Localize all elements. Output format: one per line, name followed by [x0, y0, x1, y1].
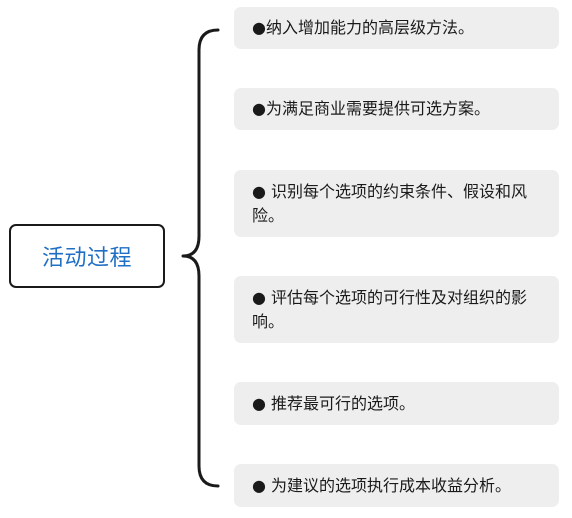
leaf-node-text: ● 识别每个选项的约束条件、假设和风险。 [252, 181, 528, 225]
leaf-node-text: ●为满足商业需要提供可选方案。 [252, 99, 490, 118]
leaf-node-3[interactable]: ● 识别每个选项的约束条件、假设和风险。 [234, 170, 559, 237]
root-node-label: 活动过程 [41, 246, 132, 271]
leaf-node-5[interactable]: ● 推荐最可行的选项。 [234, 382, 559, 425]
leaf-node-2[interactable]: ●为满足商业需要提供可选方案。 [234, 88, 559, 130]
leaf-node-text: ● 为建议的选项执行成本收益分析。 [252, 475, 512, 495]
leaf-node-4[interactable]: ● 评估每个选项的可行性及对组织的影响。 [234, 276, 559, 343]
leaf-node-text: ● 推荐最可行的选项。 [252, 393, 416, 413]
leaf-node-1[interactable]: ●纳入增加能力的高层级方法。 [234, 7, 559, 49]
curly-brace-connector [181, 28, 220, 488]
leaf-node-6[interactable]: ● 为建议的选项执行成本收益分析。 [234, 464, 559, 507]
root-node[interactable]: 活动过程 [9, 224, 165, 288]
leaf-node-text: ●纳入增加能力的高层级方法。 [252, 18, 474, 37]
leaf-node-text: ● 评估每个选项的可行性及对组织的影响。 [252, 287, 528, 331]
